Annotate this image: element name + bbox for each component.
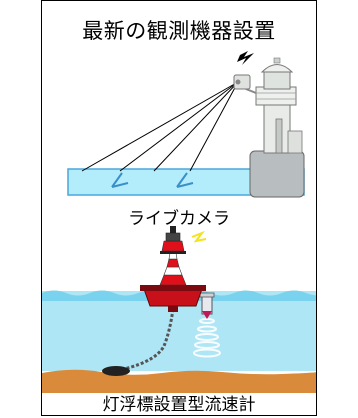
mooring-chain (123, 308, 175, 371)
lamp-glint-icon (191, 230, 207, 243)
diagram-canvas (42, 51, 316, 393)
lighthouse-door (275, 118, 283, 154)
tower-base (249, 150, 305, 198)
diagram-title: 最新の観測機器設置 (82, 19, 276, 43)
buoy-hull (143, 288, 203, 307)
buoy-tower (159, 226, 187, 286)
camera-view-lines (81, 81, 239, 172)
sinker-block (102, 366, 130, 376)
lightning-icon (237, 51, 254, 65)
wave-mark-2 (176, 172, 194, 188)
buoy-scene (42, 226, 316, 393)
wave-mark-1 (111, 172, 129, 188)
buoy-caption: 灯浮標設置型流速計 (102, 395, 256, 415)
camera-icon (233, 74, 257, 94)
lighthouse-gallery (255, 86, 297, 106)
camera-scene (67, 51, 305, 198)
lighthouse-dome (260, 64, 294, 73)
lighthouse-side-box (287, 130, 303, 154)
diagram-frame: 最新の観測機器設置 ライブカメラ 灯浮標設置型流速計 (41, 0, 317, 416)
lighthouse-lantern (263, 70, 291, 90)
camera-caption: ライブカメラ (128, 209, 230, 229)
